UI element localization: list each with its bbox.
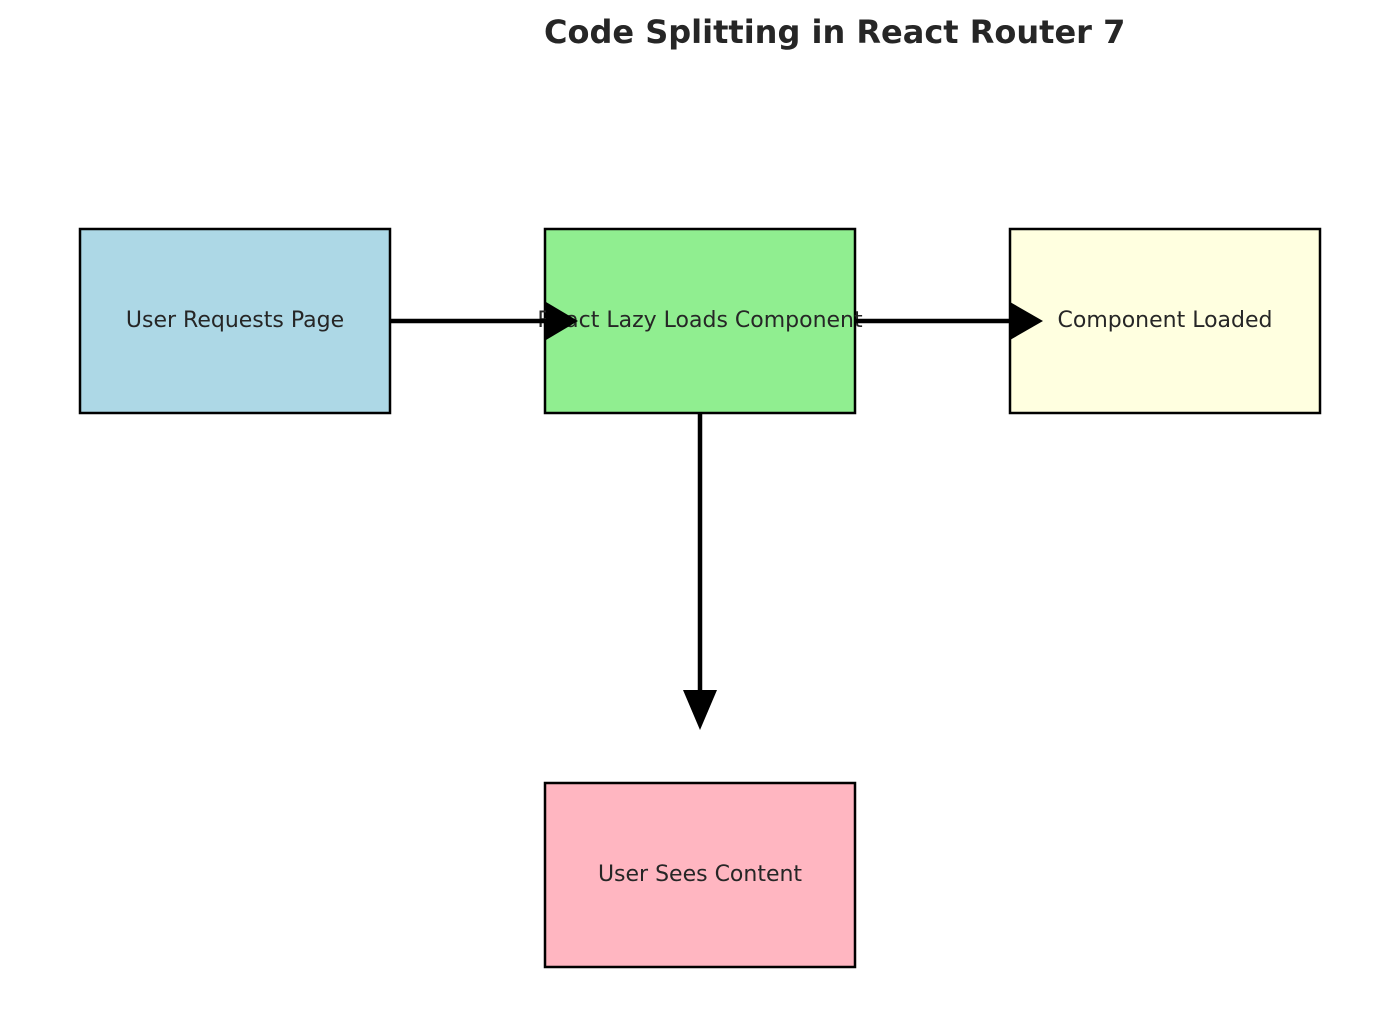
- node-box: [78, 227, 392, 415]
- arrowhead: [1010, 302, 1043, 340]
- node-label: User Requests Page: [126, 308, 344, 333]
- node-label: User Sees Content: [598, 862, 802, 887]
- node-box: [1008, 227, 1322, 415]
- node-box: [543, 227, 857, 415]
- node-box: [543, 781, 857, 969]
- node-user-sees-content: User Sees Content: [543, 781, 857, 969]
- node-component-loaded: Component Loaded: [1008, 227, 1322, 415]
- node-user-requests-page: User Requests Page: [78, 227, 392, 415]
- diagram-title: Code Splitting in React Router 7: [544, 13, 1126, 51]
- arrowhead: [683, 690, 717, 730]
- node-label: React Lazy Loads Component: [537, 308, 863, 333]
- arrow-lazy-to-loaded: [855, 302, 1043, 340]
- node-label: Component Loaded: [1058, 308, 1273, 333]
- arrow-request-to-lazy: [390, 302, 578, 340]
- node-react-lazy-loads-component: React Lazy Loads Component: [537, 227, 863, 415]
- arrowhead: [546, 302, 578, 340]
- arrow-lazy-to-sees: [683, 413, 717, 730]
